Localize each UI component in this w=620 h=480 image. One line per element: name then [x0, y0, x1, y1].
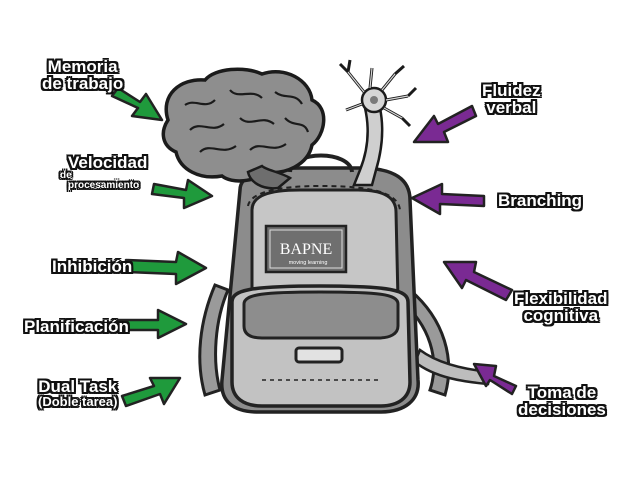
neuron-icon	[338, 59, 418, 187]
bapne-logo-patch	[264, 224, 348, 274]
arrow-planificacion	[116, 308, 188, 340]
arrow-toma	[472, 362, 518, 396]
label-toma-de-decisiones: Toma de decisiones	[518, 383, 606, 419]
label-fluidez-verbal: Fluidez verbal	[482, 81, 541, 117]
arrow-velocidad	[150, 178, 214, 210]
pocket-buckle	[294, 346, 344, 364]
arrow-branching	[410, 182, 486, 216]
label-inhibicion: Inhibición	[52, 257, 133, 276]
label-flexibilidad-cognitiva: Flexibilidad cognitiva	[514, 289, 608, 325]
label-planificacion: Planificación	[24, 317, 129, 336]
pocket-flap	[242, 290, 400, 340]
label-dual-task: Dual Task (Doble tarea)	[38, 377, 118, 409]
brain-icon	[161, 67, 326, 190]
logo-name: BAPNE	[280, 241, 332, 258]
logo-tagline: moving learning	[289, 260, 328, 266]
left-strap	[198, 283, 230, 397]
label-memoria-de-trabajo: Memoria de trabajo	[42, 57, 124, 93]
arrow-flexibilidad	[442, 260, 514, 302]
arrow-inhibicion	[124, 250, 208, 286]
arrow-memoria	[110, 86, 164, 122]
arrow-fluidez	[412, 104, 478, 144]
label-velocidad-de-procesamiento: Velocidad de procesamiento	[60, 153, 148, 191]
label-branching: Branching	[498, 191, 583, 210]
arrow-dualtask	[120, 376, 182, 408]
